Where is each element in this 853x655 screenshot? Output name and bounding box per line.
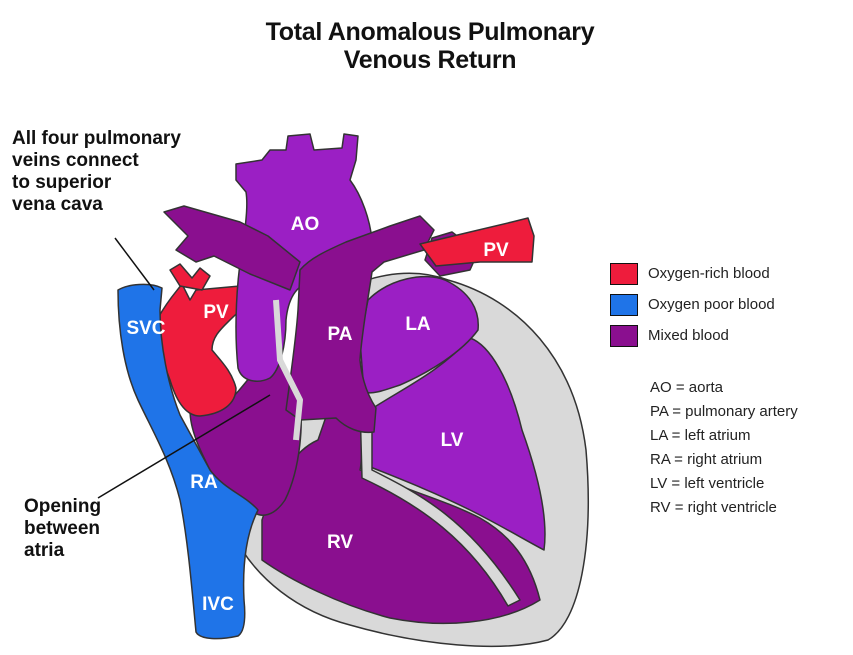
label-ivc: IVC xyxy=(202,594,234,615)
legend-label: Oxygen poor blood xyxy=(648,296,775,313)
pulmonary-vein-right xyxy=(420,218,534,266)
legend-label: Oxygen-rich blood xyxy=(648,265,770,282)
legend-swatch-mixed xyxy=(610,325,638,347)
label-ra: RA xyxy=(190,472,218,493)
leader-line-pulmonary-veins xyxy=(115,238,154,290)
abbreviation-item: RV = right ventricle xyxy=(650,496,798,520)
legend-item: Oxygen-rich blood xyxy=(610,258,775,289)
pulmonary-vein-branch xyxy=(170,264,210,290)
label-la: LA xyxy=(405,314,431,335)
label-pa: PA xyxy=(328,324,353,345)
label-lv: LV xyxy=(441,430,464,451)
abbreviation-item: LV = left ventricle xyxy=(650,472,798,496)
legend-swatch-oxygen-poor xyxy=(610,294,638,316)
label-rv: RV xyxy=(327,532,353,553)
legend: Oxygen-rich blood Oxygen poor blood Mixe… xyxy=(610,258,775,351)
legend-label: Mixed blood xyxy=(648,327,729,344)
abbreviation-item: LA = left atrium xyxy=(650,424,798,448)
abbreviation-item: PA = pulmonary artery xyxy=(650,400,798,424)
abbreviation-item: AO = aorta xyxy=(650,376,798,400)
abbreviation-key: AO = aorta PA = pulmonary artery LA = le… xyxy=(650,376,798,520)
legend-item: Mixed blood xyxy=(610,320,775,351)
abbreviation-item: RA = right atrium xyxy=(650,448,798,472)
label-pv-left: PV xyxy=(203,302,229,323)
label-pv-right: PV xyxy=(483,240,509,261)
legend-item: Oxygen poor blood xyxy=(610,289,775,320)
legend-swatch-oxygen-rich xyxy=(610,263,638,285)
label-ao: AO xyxy=(291,214,320,235)
label-svc: SVC xyxy=(126,318,165,339)
